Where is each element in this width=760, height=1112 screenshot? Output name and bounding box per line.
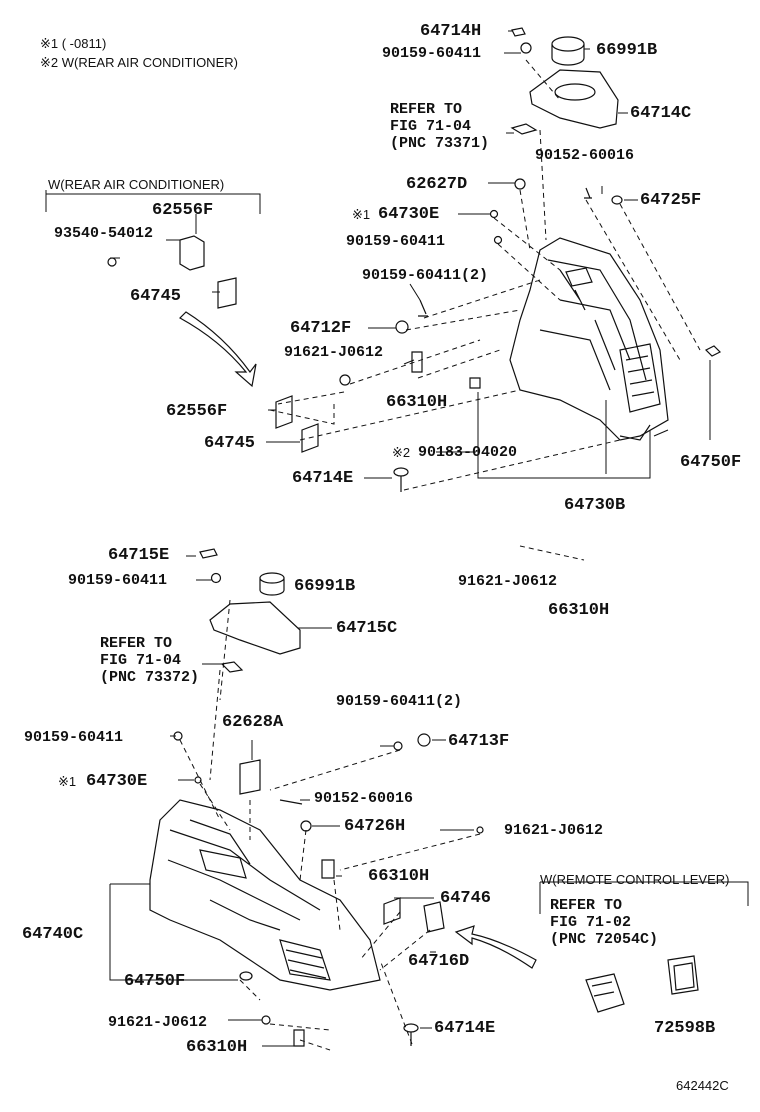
cup-holder-part xyxy=(551,36,585,66)
pad-part xyxy=(179,235,205,271)
part-label: 64745 xyxy=(130,287,182,306)
pad-part xyxy=(217,277,237,309)
part-label: 72598B xyxy=(654,1019,716,1038)
part-label: 90159-60411 xyxy=(346,233,446,250)
part-label: 66310H xyxy=(548,601,610,620)
part-label: 90159-60411 xyxy=(382,45,482,62)
part-label: 64730B xyxy=(564,496,626,515)
part-label: 62556F xyxy=(166,402,228,421)
part-label: 64730E xyxy=(378,205,440,224)
note-2: ※2 W(REAR AIR CONDITIONER) xyxy=(40,55,238,70)
part-label: 66991B xyxy=(596,41,658,60)
part-label: 64714C xyxy=(630,104,692,123)
part-label: 90183-04020 xyxy=(418,444,518,461)
console-top-lh xyxy=(209,601,301,655)
group-label-remote-lever: W(REMOTE CONTROL LEVER) xyxy=(540,872,730,887)
rh-trim-panel xyxy=(509,237,669,441)
console-top-part xyxy=(529,69,619,129)
part-label: 64750F xyxy=(680,453,742,472)
part-label: 90152-60016 xyxy=(535,147,635,164)
part-label: 62627D xyxy=(406,175,468,194)
mark-1: ※1 xyxy=(352,207,371,222)
part-label: 66310H xyxy=(186,1038,248,1057)
group-label-rear-ac: W(REAR AIR CONDITIONER) xyxy=(48,177,225,192)
part-label: 91621-J0612 xyxy=(504,822,604,839)
part-label: 90152-60016 xyxy=(314,790,414,807)
part-label: 64750F xyxy=(124,972,186,991)
part-label: 64716D xyxy=(408,952,470,971)
part-label: 62628A xyxy=(222,713,284,732)
part-label: 64746 xyxy=(440,889,492,908)
part-label: 64714E xyxy=(434,1019,496,1038)
clip-part xyxy=(511,27,526,37)
part-label: 64715C xyxy=(336,619,398,638)
part-label: 66310H xyxy=(386,393,448,412)
part-label: 64712F xyxy=(290,319,352,338)
arrow-icon xyxy=(179,311,537,969)
screw-part xyxy=(520,42,532,54)
mark-1: ※1 xyxy=(58,774,77,789)
part-label: 64714E xyxy=(292,469,354,488)
part-label: 64714H xyxy=(420,22,482,41)
part-label: 90159-60411(2) xyxy=(362,267,489,284)
lh-trim-panel xyxy=(149,799,381,991)
part-label: 64725F xyxy=(640,191,702,210)
part-label: 64715E xyxy=(108,546,170,565)
part-label: 66991B xyxy=(294,577,356,596)
mark-2: ※2 xyxy=(392,445,411,460)
part-label: 91621-J0612 xyxy=(458,573,558,590)
part-label: 93540-54012 xyxy=(54,225,154,242)
part-label: 66310H xyxy=(368,867,430,886)
part-label: 62556F xyxy=(152,201,214,220)
part-label: 64740C xyxy=(22,925,84,944)
note-1: ※1 ( -0811) xyxy=(40,36,107,51)
figure-id: 642442C xyxy=(676,1078,729,1093)
remote-cover-part xyxy=(667,955,699,995)
part-label: 91621-J0612 xyxy=(284,344,384,361)
part-label: 64713F xyxy=(448,732,510,751)
part-label: 90159-60411(2) xyxy=(336,693,463,710)
part-label: 64745 xyxy=(204,434,256,453)
remote-lever-part xyxy=(585,973,625,1013)
part-label: 90159-60411 xyxy=(68,572,168,589)
part-label: 64726H xyxy=(344,817,406,836)
part-label: 91621-J0612 xyxy=(108,1014,208,1031)
part-label: 90159-60411 xyxy=(24,729,124,746)
part-label: 64730E xyxy=(86,772,148,791)
